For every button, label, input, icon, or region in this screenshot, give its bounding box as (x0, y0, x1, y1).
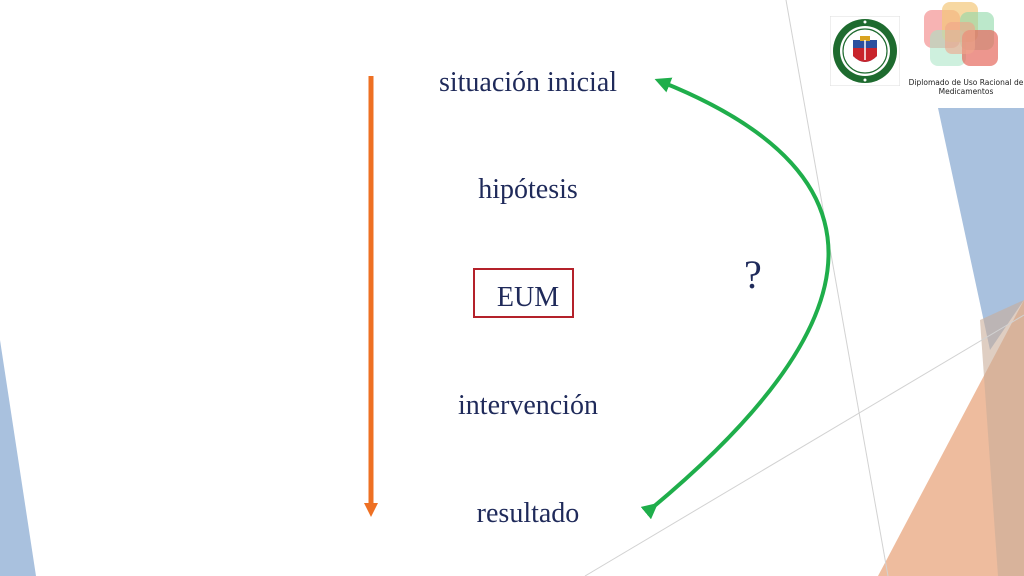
diagonal-line (785, 0, 889, 576)
step-eum: EUM (496, 282, 560, 313)
diagonal-line (584, 314, 1024, 576)
step-hipotesis: hipótesis (478, 174, 578, 205)
left-blue-shape (0, 340, 36, 576)
feedback-arrow (640, 77, 831, 520)
blue-panel-shape (938, 108, 1024, 350)
program-caption-line2: Medicamentos (938, 87, 994, 97)
step-situacion-inicial: situación inicial (438, 67, 618, 98)
highlight-box (473, 268, 574, 318)
university-seal-icon (830, 16, 900, 86)
step-resultado: resultado (476, 498, 580, 529)
program-caption: Diplomado de Uso Racional de Medicamento… (908, 78, 1024, 97)
overlap-shape (980, 300, 1024, 576)
step-intervencion: intervención (458, 390, 598, 421)
program-caption-line1: Diplomado de Uso Racional de (908, 78, 1024, 87)
question-mark: ? (744, 252, 762, 297)
